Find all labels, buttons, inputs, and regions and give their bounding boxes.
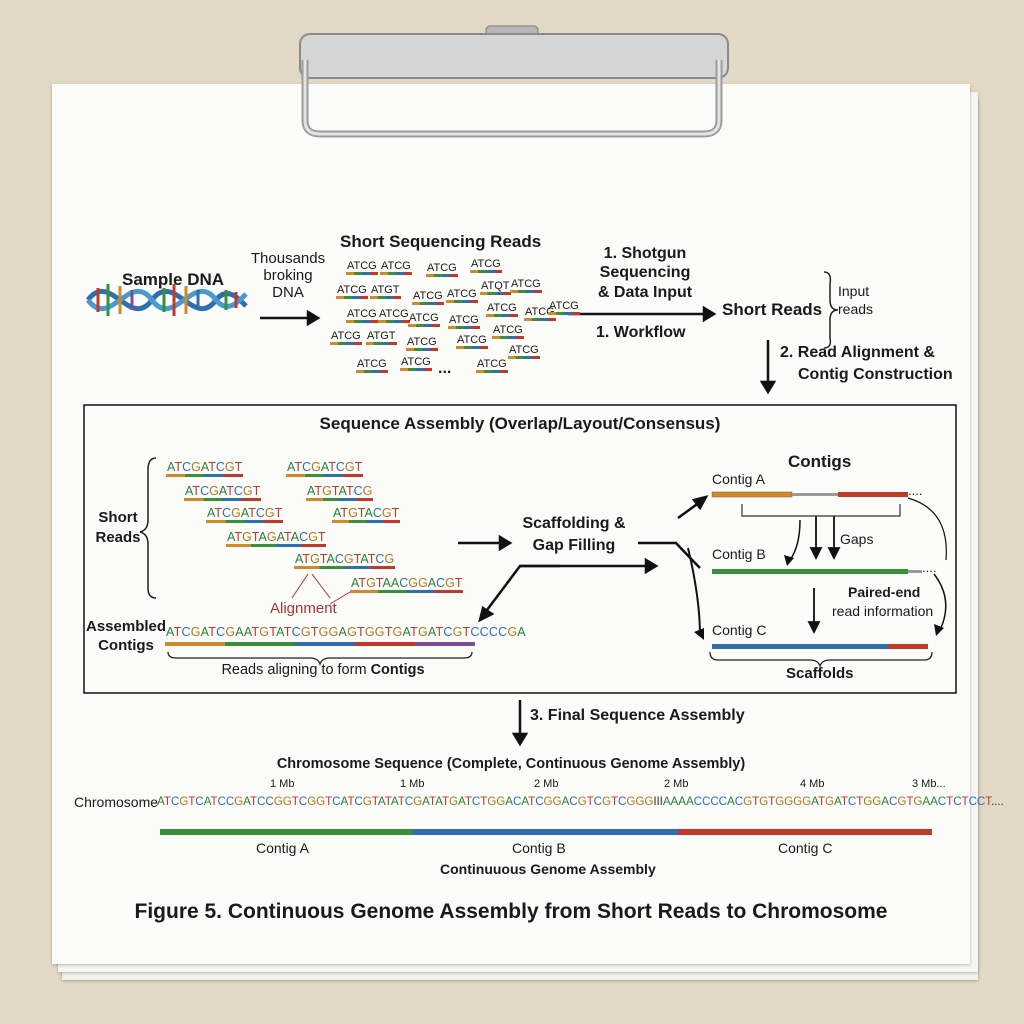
reads-cloud-title: Short Sequencing Reads <box>340 232 542 251</box>
short-reads-label: Short Reads <box>722 300 823 319</box>
read-fragment: ATCG <box>380 260 412 275</box>
assembly-read: ATGTACGT <box>332 506 401 523</box>
tick-2: 1 Mb <box>400 778 425 790</box>
tick-3: 2 Mb <box>534 778 559 790</box>
chr-contig-c: Contig C <box>778 840 833 856</box>
read-fragment: ATCG <box>486 302 518 317</box>
chromosome-title: Chromosome Sequence (Complete, Continuou… <box>276 756 746 772</box>
read-fragment: ATCG <box>446 288 478 303</box>
paired-end-info: read information <box>832 603 934 619</box>
read-fragment: ATCG <box>448 314 480 329</box>
tick-5: 4 Mb <box>800 778 825 790</box>
read-fragment: ATCG <box>548 300 580 315</box>
assembly-read: ATGTAACGGACGT <box>350 576 464 593</box>
contig-a-label: Contig A <box>712 471 765 487</box>
assembly-title: Sequence Assembly (Overlap/Layout/Consen… <box>319 414 721 433</box>
clipboard-clip-icon <box>299 25 729 138</box>
read-fragment: ATCG <box>336 284 368 299</box>
read-fragment: ATCG <box>408 312 440 327</box>
gaps-label: Gaps <box>840 531 874 547</box>
read-fragment: ATCG <box>524 306 556 321</box>
step1-line3: & Data Input <box>597 284 693 301</box>
read-fragment: ATCG <box>346 308 378 323</box>
read-fragment: ATCG <box>378 308 410 323</box>
read-fragment: ATCG <box>356 358 388 373</box>
assembly-read: ATCGATCGT <box>166 460 244 477</box>
chr-contig-b: Contig B <box>512 840 566 856</box>
scaffolds-label: Scaffolds <box>786 665 854 682</box>
read-fragment: ATCG <box>330 330 362 345</box>
contig-b-dots: .... <box>922 560 937 575</box>
assembly-box <box>83 404 957 694</box>
dna-helix-icon <box>85 284 248 316</box>
read-fragment: ATCG <box>346 260 378 275</box>
read-fragment: ATCG <box>510 278 542 293</box>
step2-line2: Contig Construction <box>798 366 953 383</box>
chr-contig-a: Contig A <box>256 840 309 856</box>
scaffolding-label: Scaffolding & Gap Filling <box>522 515 626 554</box>
read-fragment: ATCG <box>406 336 438 351</box>
contigs-title: Contigs <box>788 452 852 471</box>
assembly-caption: Reads aligning to form Contigs <box>170 662 476 678</box>
read-fragment: ATGT <box>366 330 397 345</box>
reads-ellipsis: ... <box>438 360 452 377</box>
tick-4: 2 Mb <box>664 778 689 790</box>
read-fragment: ATQT <box>480 280 511 295</box>
paper-sheet-front <box>52 84 970 964</box>
read-fragment: ATCG <box>508 344 540 359</box>
sample-dna-title: Sample DNA <box>122 270 225 289</box>
read-fragment: ATCG <box>456 334 488 349</box>
assembled-contigs-label: Assembled Contigs <box>86 618 167 654</box>
step2-line1: 2. Read Alignment & <box>780 344 935 361</box>
dna-caption: Thousands broking DNA <box>250 250 326 301</box>
chromosome-sequence: ATCGTCATCCGATCCGGTCGGTCATCGTATATCGATATGA… <box>157 795 1004 808</box>
read-fragment: ATCG <box>412 290 444 305</box>
step1-workflow: 1. Workflow <box>596 324 686 341</box>
short-reads-side-label: Short Reads <box>95 509 141 546</box>
read-fragment: ATGT <box>370 284 401 299</box>
tick-6: 3 Mb... <box>912 778 946 790</box>
paired-end-label: Paired-end <box>848 584 921 600</box>
chromosome-label: Chromosome <box>74 794 159 810</box>
read-fragment: ATCG <box>426 262 458 277</box>
assembled-sequence: ATCGATCGAATGTATCGTGGAGTGGTGATGATCGTCCCCG… <box>166 625 526 639</box>
tick-1: 1 Mb <box>270 778 295 790</box>
read-fragment: ATCG <box>470 258 502 273</box>
figure-caption: Figure 5. Continuous Genome Assembly fro… <box>134 900 888 923</box>
input-reads-note: Input reads <box>838 283 874 317</box>
assembly-read: ATGTACGTATCG <box>294 552 396 569</box>
contig-c-label: Contig C <box>712 622 767 638</box>
read-fragment: ATCG <box>476 358 508 373</box>
read-fragment: ATCG <box>492 324 524 339</box>
assembly-caption-prefix: Reads aligning to form <box>221 662 371 678</box>
step3-label: 3. Final Sequence Assembly <box>530 707 745 724</box>
contig-a-dots: .... <box>908 483 923 498</box>
alignment-label: Alignment <box>270 600 337 617</box>
read-fragment: ATCG <box>400 356 432 371</box>
step1-line2: Sequencing <box>599 264 691 281</box>
assembly-caption-bold: Contigs <box>370 662 425 678</box>
contig-b-label: Contig B <box>712 546 766 562</box>
continuous-assembly-label: Continuuous Genome Assembly <box>440 861 656 877</box>
step1-line1: 1. Shotgun <box>603 245 687 262</box>
assembly-read: ATCGATCGT <box>286 460 364 477</box>
assembly-read: ATGTAGATACGT <box>226 530 327 547</box>
assembly-read: ATGTATCG <box>306 484 374 501</box>
assembly-read: ATCGATCGT <box>184 484 262 501</box>
assembly-read: ATCGATCGT <box>206 506 284 523</box>
